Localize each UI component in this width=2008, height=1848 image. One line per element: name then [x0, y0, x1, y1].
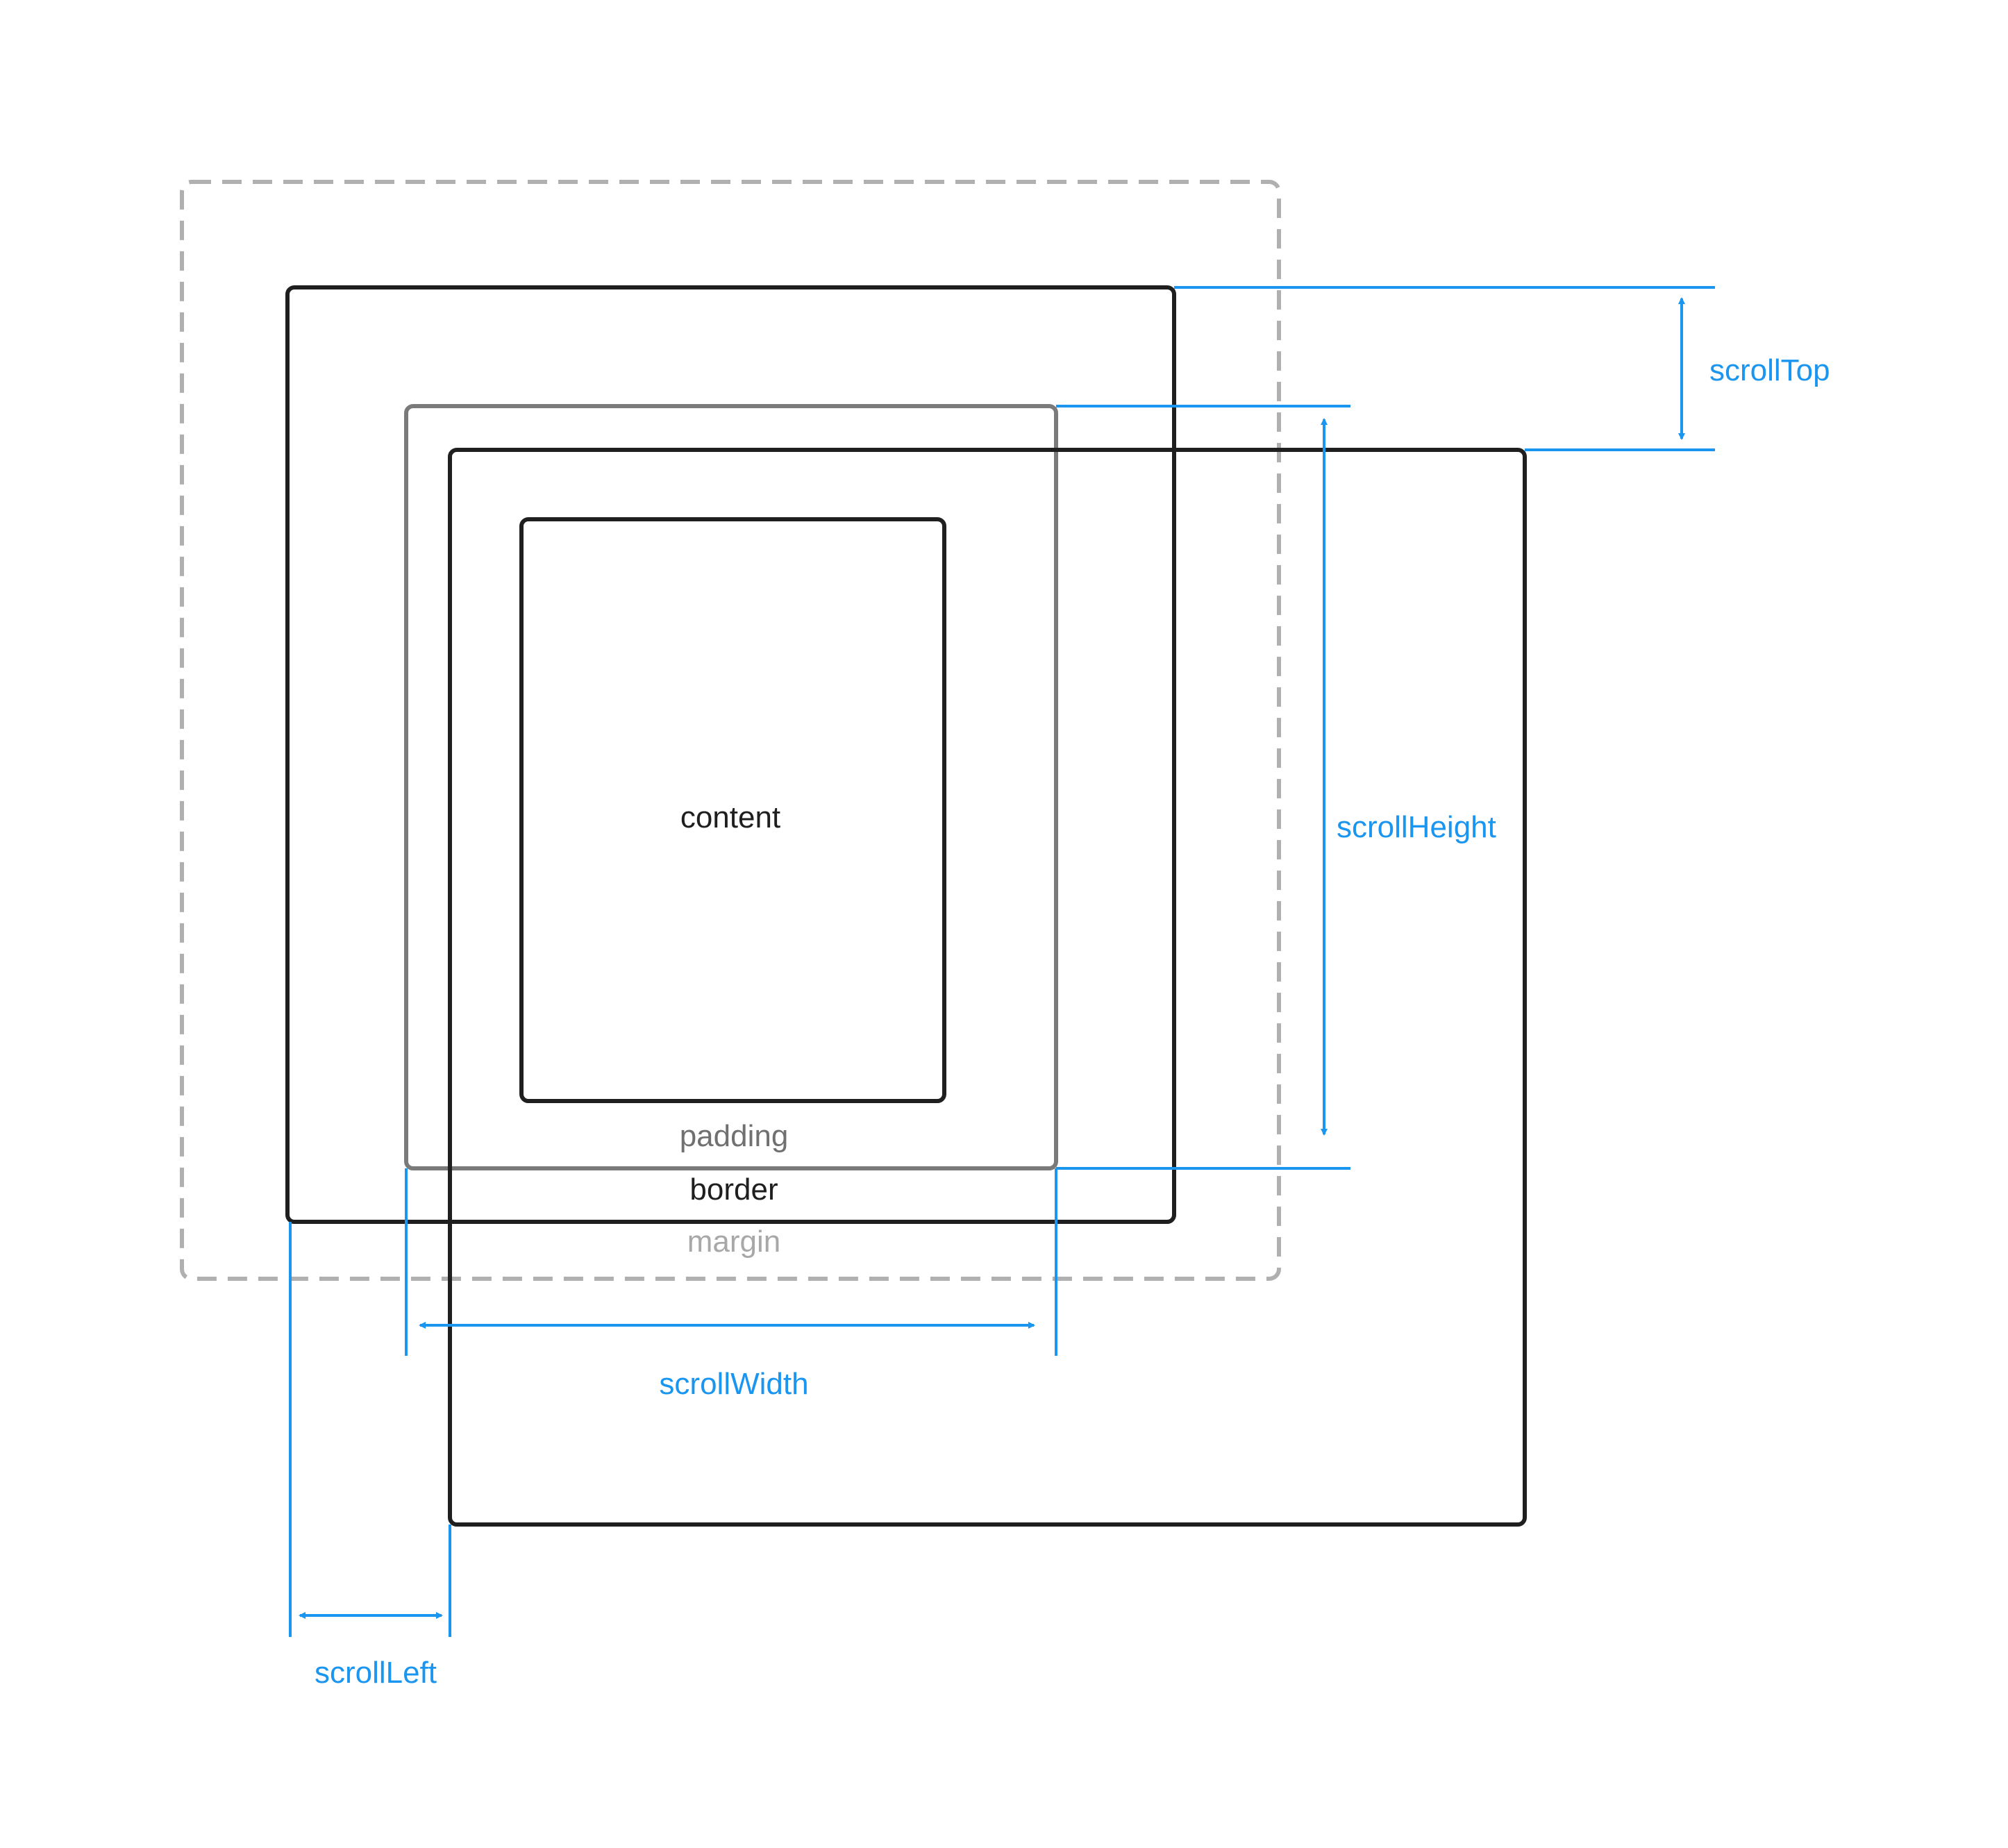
border-box [285, 285, 1176, 1224]
viewport-box [448, 448, 1527, 1527]
scroll-height-label: scrollHeight [1337, 810, 1496, 844]
margin-label: margin [687, 1225, 781, 1259]
scroll-top-dimension [1174, 286, 1715, 451]
scroll-left-label: scrollLeft [315, 1656, 437, 1690]
scroll-width-dimension [405, 1168, 1057, 1356]
scroll-height-dimension [1056, 405, 1350, 1170]
padding-label: padding [680, 1119, 789, 1153]
content-label: content [680, 800, 780, 834]
scroll-top-label: scrollTop [1709, 353, 1830, 387]
scroll-width-label: scrollWidth [659, 1367, 808, 1401]
scroll-left-dimension [289, 1222, 451, 1637]
padding-box [404, 404, 1058, 1170]
border-label: border [689, 1173, 778, 1207]
content-box [519, 517, 946, 1103]
margin-box [180, 180, 1281, 1281]
